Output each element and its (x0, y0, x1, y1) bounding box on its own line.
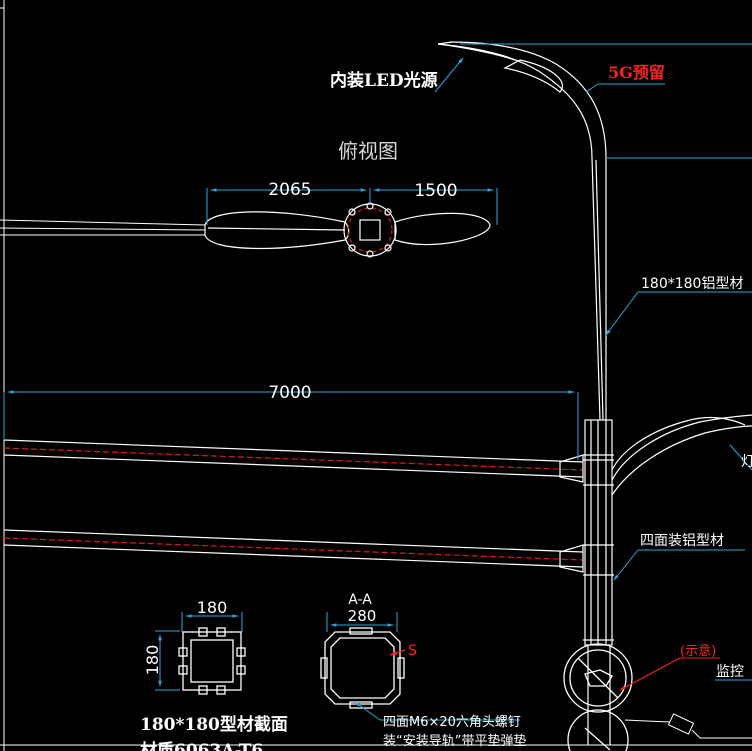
cross-arms (3, 439, 584, 573)
secondary-lamp-arm (611, 414, 752, 496)
dim-1500-text: 1500 (414, 181, 457, 201)
bolt-note-leader (354, 701, 520, 721)
dimension-7000 (3, 390, 579, 460)
left-edge-lines (0, 219, 206, 236)
top-view-title: 俯视图 (338, 139, 398, 163)
monitor-label: 监控 (716, 664, 744, 680)
indicative-leader (619, 657, 720, 691)
dim-180-side-text: 180 (143, 645, 162, 676)
leader-lines (434, 43, 752, 681)
section-aa-dim (326, 612, 398, 632)
four-side-alu-label: 四面装铝型材 (640, 533, 724, 549)
dim-180-top-text: 180 (197, 598, 228, 617)
section-aa-shape (320, 627, 405, 709)
led-source-label: 内装LED光源 (330, 70, 438, 91)
profile-180-dims (155, 612, 243, 691)
section-material: 材质6063A-T6 (140, 740, 263, 751)
surveillance-camera-icon (624, 713, 752, 739)
top-view-outline (204, 202, 491, 258)
side-partial-label: 灯 (741, 454, 752, 470)
main-pole (437, 41, 614, 745)
section-aa-title: A-A (348, 592, 372, 608)
no-honking-sign-icon (563, 643, 633, 751)
dim-2065-text: 2065 (268, 180, 311, 200)
mark-s-text: S (408, 643, 417, 659)
dim-7000-text: 7000 (268, 383, 311, 403)
section-title: 180*180型材截面 (140, 714, 288, 735)
profile-180-alu-label: 180*180铝型材 (641, 276, 743, 292)
indicative-label: (示意) (680, 643, 716, 659)
bolt-note-line1: 四面M6×20六角头螺钉 (383, 715, 521, 730)
profile-180-shape (178, 627, 246, 695)
dim-280-text: 280 (348, 607, 377, 625)
bolt-note-line2: 装“安装导轨”带平垫弹垫 (383, 733, 526, 749)
5g-slot-label: 5G预留 (608, 63, 665, 82)
mark-s-arrow (389, 649, 406, 656)
top-view-dimensions (206, 188, 498, 225)
